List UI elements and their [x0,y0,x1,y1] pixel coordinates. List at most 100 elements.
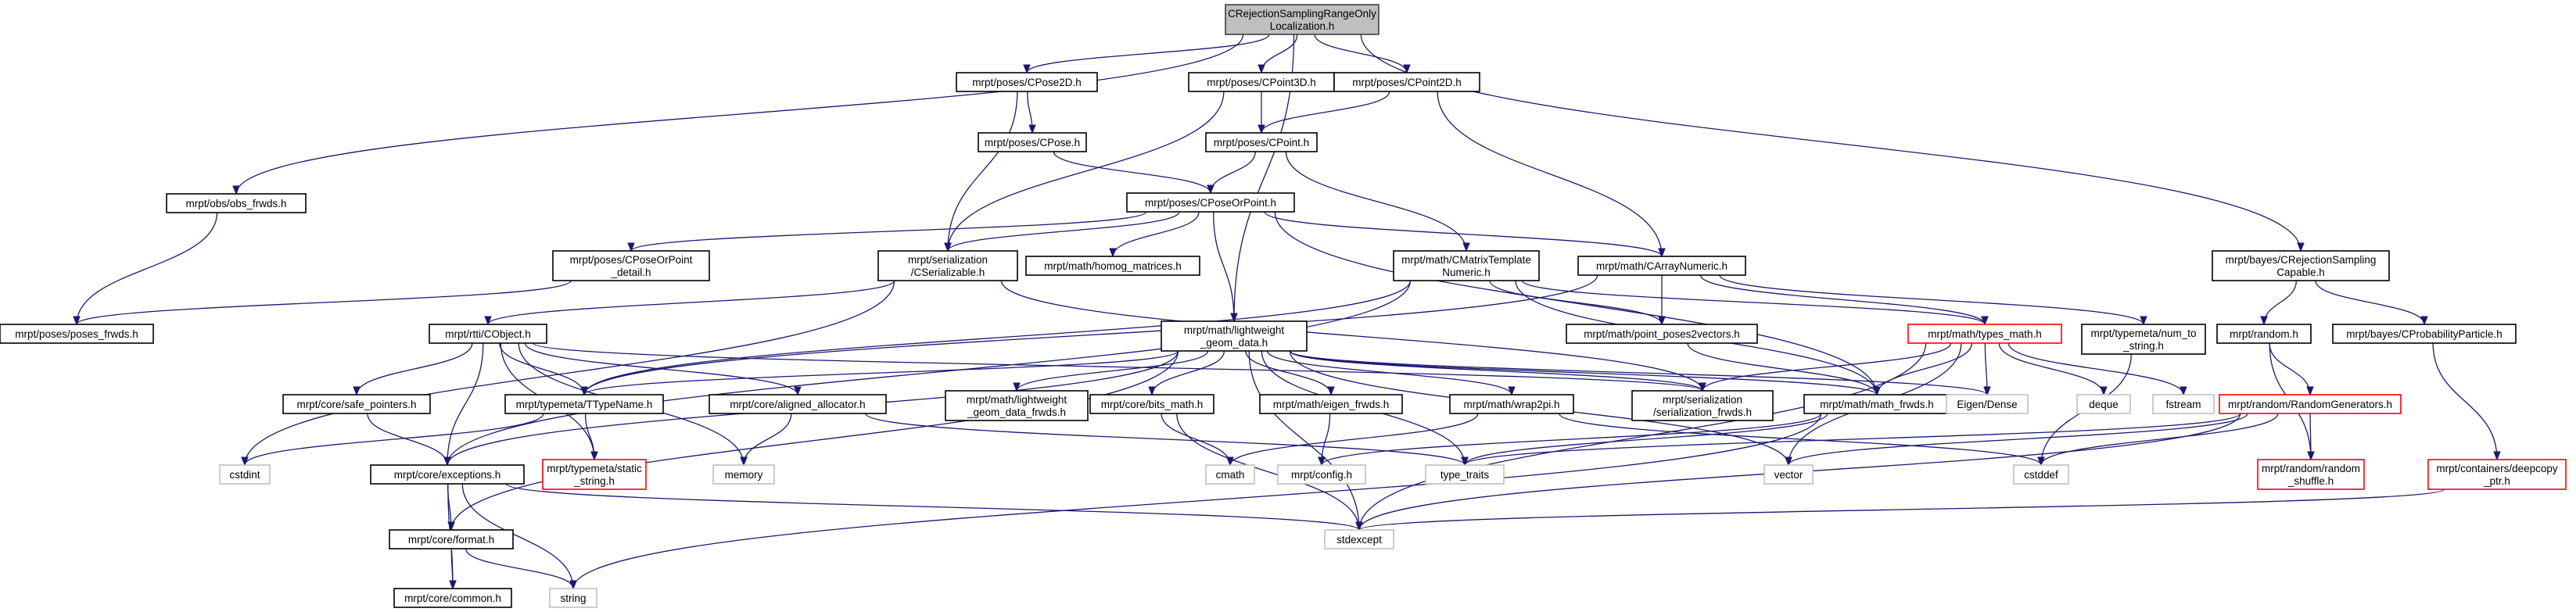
edge-cserializable-to-cstdint [241,280,895,467]
node-label: mrpt/math/lightweight [967,394,1067,406]
node-eigenfrwds[interactable]: mrpt/math/eigen_frwds.h [1259,394,1403,414]
node-numtostring[interactable]: mrpt/typemeta/num_to_string.h [2081,324,2206,355]
node-box [1449,394,1574,414]
node-cpose[interactable]: mrpt/poses/CPose.h [978,132,1087,152]
node-randgens[interactable]: mrpt/random/RandomGenerators.h [2219,394,2402,414]
node-label: mrpt/math/math_frwds.h [1820,399,1934,410]
edge-line [76,212,218,325]
node-cserializable[interactable]: mrpt/serialization/CSerializable.h [877,250,1018,281]
node-cobject[interactable]: mrpt/rtti/CObject.h [429,324,547,344]
edge-format-to-common [449,548,457,590]
node-label: mrpt/rtti/CObject.h [445,328,531,340]
node-box [1126,192,1295,213]
node-staticstring[interactable]: mrpt/typemeta/static_string.h [542,459,647,490]
edge-lightgeom-to-serialfrwds [1289,350,1706,392]
arrowhead-icon [241,456,249,467]
node-cpoint2d[interactable]: mrpt/poses/CPoint2D.h [1333,72,1480,92]
node-homog[interactable]: mrpt/math/homog_matrices.h [1025,256,1200,276]
edge-root-to-cpoint3d [1258,34,1298,74]
node-box [877,250,1018,281]
node-mathfrwds[interactable]: mrpt/math/math_frwds.h [1803,394,1950,414]
node-box [956,72,1098,92]
node-bitsmath[interactable]: mrpt/core/bits_math.h [1089,394,1214,414]
node-box [2216,324,2312,344]
edge-safepointers-to-exceptions [367,413,451,467]
node-label: /CSerializable.h [911,267,985,278]
edge-cpoint-to-cmatrixtemplate [1285,151,1470,252]
node-cpoint3d[interactable]: mrpt/poses/CPoint3D.h [1188,72,1335,92]
node-randomh[interactable]: mrpt/random.h [2216,324,2312,344]
edge-deepcopy-to-stdexcept [1355,489,2445,531]
edge-cprobparticle-to-deepcopy [2432,342,2501,461]
node-root[interactable]: CRejectionSamplingRangeOnlyLocalization.… [1225,4,1379,35]
edge-cposeorpoint-to-carraynumeric [1264,211,1666,258]
node-typesmath[interactable]: mrpt/math/types_math.h [1907,324,2062,344]
edge-line [1699,274,1986,325]
node-label: Numeric.h [1442,267,1491,278]
node-safepointers[interactable]: mrpt/core/safe_pointers.h [282,394,431,414]
node-box [0,324,154,344]
node-deque: deque [2076,394,2131,414]
node-alignedalloc[interactable]: mrpt/core/aligned_allocator.h [709,394,887,414]
edge-line [1360,34,2302,252]
arrowhead-icon [2307,451,2315,461]
node-randshuffle[interactable]: mrpt/random/random_shuffle.h [2257,459,2365,490]
arrowhead-icon [1873,386,1881,396]
node-label: mrpt/obs/obs_frwds.h [185,198,286,209]
node-box [1205,132,1318,152]
node-cprobparticle[interactable]: mrpt/bayes/CProbabilityParticle.h [2332,324,2517,344]
node-ttypename[interactable]: mrpt/typemeta/TTypeName.h [504,394,664,414]
arrowhead-icon [1461,456,1469,467]
node-label: vector [1774,469,1803,481]
edge-cobject-to-alignedalloc [524,342,802,396]
edge-randgens-to-typetraits [1461,413,2241,467]
node-pointposes2vectors[interactable]: mrpt/math/point_poses2vectors.h [1566,324,1758,344]
node-cposeorpointdetail[interactable]: mrpt/poses/CPoseOrPoint_detail.h [552,250,710,281]
node-box [978,132,1087,152]
edge-cserializable-to-cobject [484,280,895,326]
node-label: mrpt/poses/poses_frwds.h [15,328,138,340]
edge-root-to-cpose2d [1023,34,1270,74]
arrowhead-icon [590,451,598,461]
node-string: string [549,588,597,608]
edge-line [1788,413,2248,466]
edge-line [447,342,484,466]
edge-line [1321,413,1822,466]
node-serialfrwds[interactable]: mrpt/serialization/serialization_frwds.h [1631,390,1774,421]
node-lightgeom[interactable]: mrpt/math/lightweight_geom_data.h [1161,320,1308,352]
edge-line [1026,34,1270,73]
arrowhead-icon [232,185,240,195]
arrowhead-icon [1327,386,1335,396]
arrowhead-icon [2493,451,2501,461]
node-box [2013,464,2069,485]
node-obsfrwds[interactable]: mrpt/obs/obs_frwds.h [166,193,307,213]
node-cpose2d[interactable]: mrpt/poses/CPose2D.h [956,72,1098,92]
node-deepcopy[interactable]: mrpt/containers/deepcopy_ptr.h [2427,459,2567,490]
node-lightgeomfrwds[interactable]: mrpt/math/lightweight_geom_data_frwds.h [945,390,1089,421]
arrowhead-icon [1148,386,1156,396]
node-box [549,588,597,608]
arrowhead-icon [944,242,952,252]
edge-line [1248,350,1360,531]
arrowhead-icon [1318,456,1326,467]
edge-typesmath-to-serialfrwds [1699,342,1952,392]
node-posesfrwds[interactable]: mrpt/poses/poses_frwds.h [0,324,154,344]
node-cpoint[interactable]: mrpt/poses/CPoint.h [1205,132,1318,152]
edge-line [1274,211,1878,395]
edge-obsfrwds-to-posesfrwds [73,212,218,326]
arrowhead-icon [1230,313,1238,323]
node-common[interactable]: mrpt/core/common.h [393,588,512,608]
node-wrap2pi[interactable]: mrpt/math/wrap2pi.h [1449,394,1574,414]
arrowhead-icon [1403,64,1411,74]
edge-line [865,413,1466,466]
node-label: mrpt/core/safe_pointers.h [296,399,416,410]
edge-root-to-crejcapable [1360,34,2305,252]
node-cposeorpoint[interactable]: mrpt/poses/CPoseOrPoint.h [1126,192,1295,213]
node-box [2081,324,2206,355]
node-format[interactable]: mrpt/core/format.h [389,529,514,549]
node-exceptions[interactable]: mrpt/core/exceptions.h [370,464,525,485]
node-carraynumeric[interactable]: mrpt/math/CArrayNumeric.h [1577,256,1746,276]
node-label: mrpt/core/bits_math.h [1101,399,1204,410]
